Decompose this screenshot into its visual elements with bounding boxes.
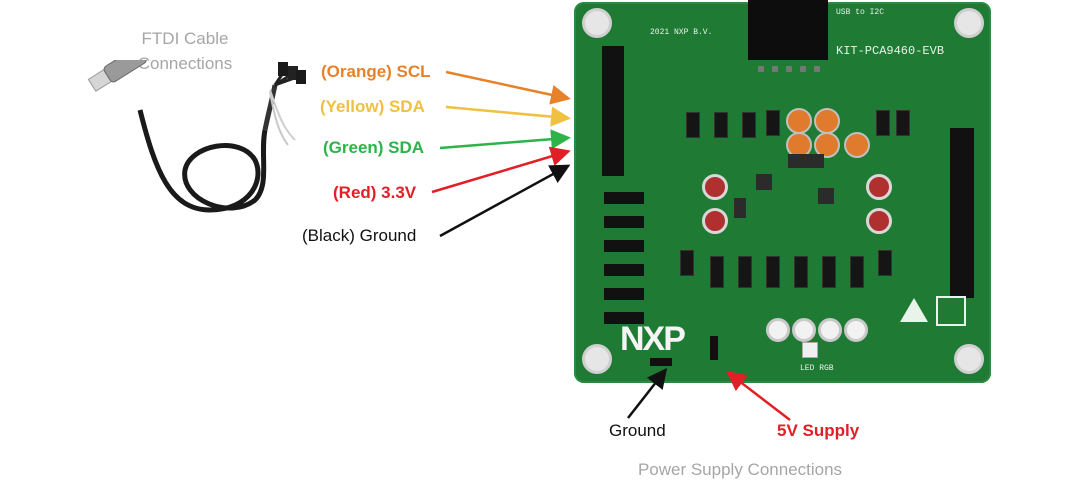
capacitor: [814, 108, 840, 134]
rgb-led: [802, 342, 818, 358]
test-point: [702, 208, 728, 234]
jumper-block: [604, 192, 644, 204]
terminal-post: [818, 318, 842, 342]
usb-i2c-header: [748, 0, 828, 60]
capacitor: [814, 132, 840, 158]
test-point: [866, 208, 892, 234]
jumper-block: [604, 216, 644, 228]
jumper-mode2: [714, 112, 728, 138]
terminal-post: [792, 318, 816, 342]
jumper-bottom: [738, 256, 752, 288]
jumper-bottom: [878, 250, 892, 276]
label-sda-green: (Green) SDA: [323, 138, 425, 157]
label-sda-yellow: (Yellow) SDA: [320, 97, 425, 116]
ce-mark: [900, 298, 928, 322]
arrow-ground-bottom: [627, 368, 668, 419]
capacitor: [844, 132, 870, 158]
label-vcc: (Red) 3.3V: [333, 183, 417, 202]
jumper-block: [604, 312, 644, 324]
label-ground-bottom: Ground: [609, 421, 666, 440]
test-point: [866, 174, 892, 200]
jumper-bottom: [794, 256, 808, 288]
arrow-sda-green: [439, 129, 571, 150]
usb-label: USB to I2C: [836, 8, 885, 17]
ic-chip: [788, 154, 824, 168]
ic-chip: [756, 174, 772, 190]
jumper-bottom: [850, 256, 864, 288]
mount-hole: [582, 344, 612, 374]
jumper-bottom: [710, 256, 724, 288]
label-ground: (Black) Ground: [302, 226, 417, 245]
jumper-bottom: [822, 256, 836, 288]
ftdi-cable-image: [87, 60, 306, 213]
jumper-block: [604, 264, 644, 276]
terminal-post: [844, 318, 868, 342]
usb-header-pins: [758, 60, 824, 80]
ftdi-title: FTDI Cable Connections: [137, 29, 233, 73]
mount-hole: [582, 8, 612, 38]
pca9460-board: 2021 NXP B.V. KIT-PCA9460-EVB USB to I2C…: [574, 2, 991, 383]
jumper-block: [604, 288, 644, 300]
led-label: LED RGB: [800, 364, 834, 373]
jumper-mode1: [686, 112, 700, 138]
jumper-block: [604, 240, 644, 252]
header-j20: [950, 128, 974, 298]
supply-jumper: [710, 336, 718, 360]
nxp-logo: NXP: [620, 320, 686, 358]
jumper-bottom: [680, 250, 694, 276]
arrow-5v: [726, 370, 791, 421]
label-5v-supply: 5V Supply: [777, 421, 860, 440]
arrow-sda-yellow: [445, 105, 571, 127]
test-point: [702, 174, 728, 200]
jumper-ldo: [766, 110, 780, 136]
ground-jumper: [650, 358, 672, 366]
jumper-inl2: [896, 110, 910, 136]
arrow-scl: [445, 70, 571, 105]
recycle-mark: [936, 296, 966, 326]
ic-chip: [734, 198, 746, 218]
arrow-ground: [439, 164, 571, 238]
terminal-post: [766, 318, 790, 342]
label-scl: (Orange) SCL: [321, 62, 431, 81]
mount-hole: [954, 344, 984, 374]
ic-chip: [818, 188, 834, 204]
board-copyright: 2021 NXP B.V.: [650, 28, 713, 37]
power-title: Power Supply Connections: [637, 460, 843, 479]
jumper-mode3: [742, 112, 756, 138]
arrow-vcc: [431, 146, 571, 194]
header-j18: [602, 46, 624, 176]
jumper-bottom: [766, 256, 780, 288]
mount-hole: [954, 8, 984, 38]
jumper-inl: [876, 110, 890, 136]
board-name: KIT-PCA9460-EVB: [836, 44, 945, 58]
